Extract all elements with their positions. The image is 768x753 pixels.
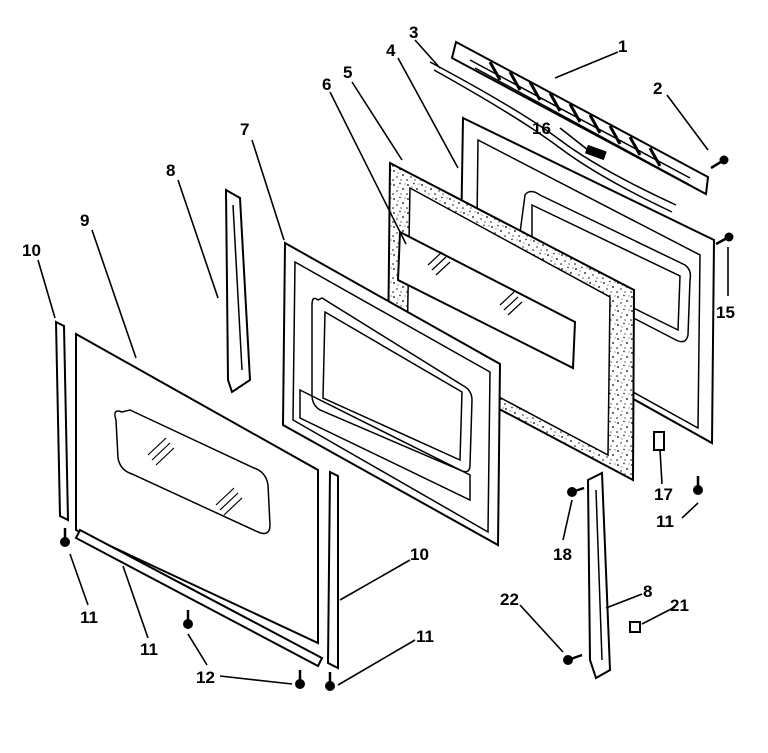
callout-17: 17	[654, 485, 673, 504]
callout-8-lower: 8	[643, 582, 652, 601]
callout-8-upper: 8	[166, 161, 175, 180]
screw-icon	[563, 653, 583, 665]
callout-5: 5	[343, 63, 352, 82]
gasket-strip-part	[429, 61, 677, 213]
clip-icon	[653, 431, 665, 451]
callout-11-center: 11	[416, 627, 434, 646]
screw-icon	[567, 486, 585, 497]
callout-6: 6	[322, 75, 331, 94]
callout-4: 4	[386, 41, 396, 60]
screw-icon	[693, 476, 703, 495]
screw-icon	[710, 155, 729, 170]
callout-15: 15	[716, 303, 735, 322]
latch-icon	[584, 144, 607, 161]
callout-22: 22	[500, 590, 519, 609]
screw-icon	[325, 672, 335, 691]
outer-door-glass-part	[75, 332, 319, 645]
callout-7: 7	[240, 120, 249, 139]
screw-icon	[60, 528, 70, 547]
callout-11-right: 11	[656, 512, 674, 531]
callout-11-left: 11	[80, 608, 98, 627]
callout-3: 3	[409, 23, 418, 42]
callout-18: 18	[553, 545, 572, 564]
glass-panel-part	[396, 230, 577, 370]
hinge-part	[224, 188, 252, 394]
callout-1: 1	[618, 37, 627, 56]
callout-12: 11	[140, 640, 158, 659]
callout-2: 2	[653, 79, 662, 98]
side-trim-part	[326, 470, 339, 670]
vent-trim-part	[450, 40, 710, 196]
door-frame-part	[281, 241, 502, 547]
bottom-trim-part	[74, 528, 324, 668]
clip-icon	[629, 621, 641, 633]
leader-lines	[37, 39, 729, 686]
side-trim-part	[54, 320, 70, 522]
hinge-part	[586, 471, 612, 680]
screw-icon	[183, 610, 193, 629]
callout-21: 21	[670, 596, 689, 615]
callout-10-center: 10	[410, 545, 429, 564]
callout-9: 9	[80, 211, 89, 230]
callout-10-left: 10	[22, 241, 41, 260]
callout-16: 16	[532, 119, 551, 138]
callout-11-bottom: 12	[196, 668, 215, 687]
screw-icon	[715, 232, 734, 246]
screw-icon	[295, 670, 305, 689]
